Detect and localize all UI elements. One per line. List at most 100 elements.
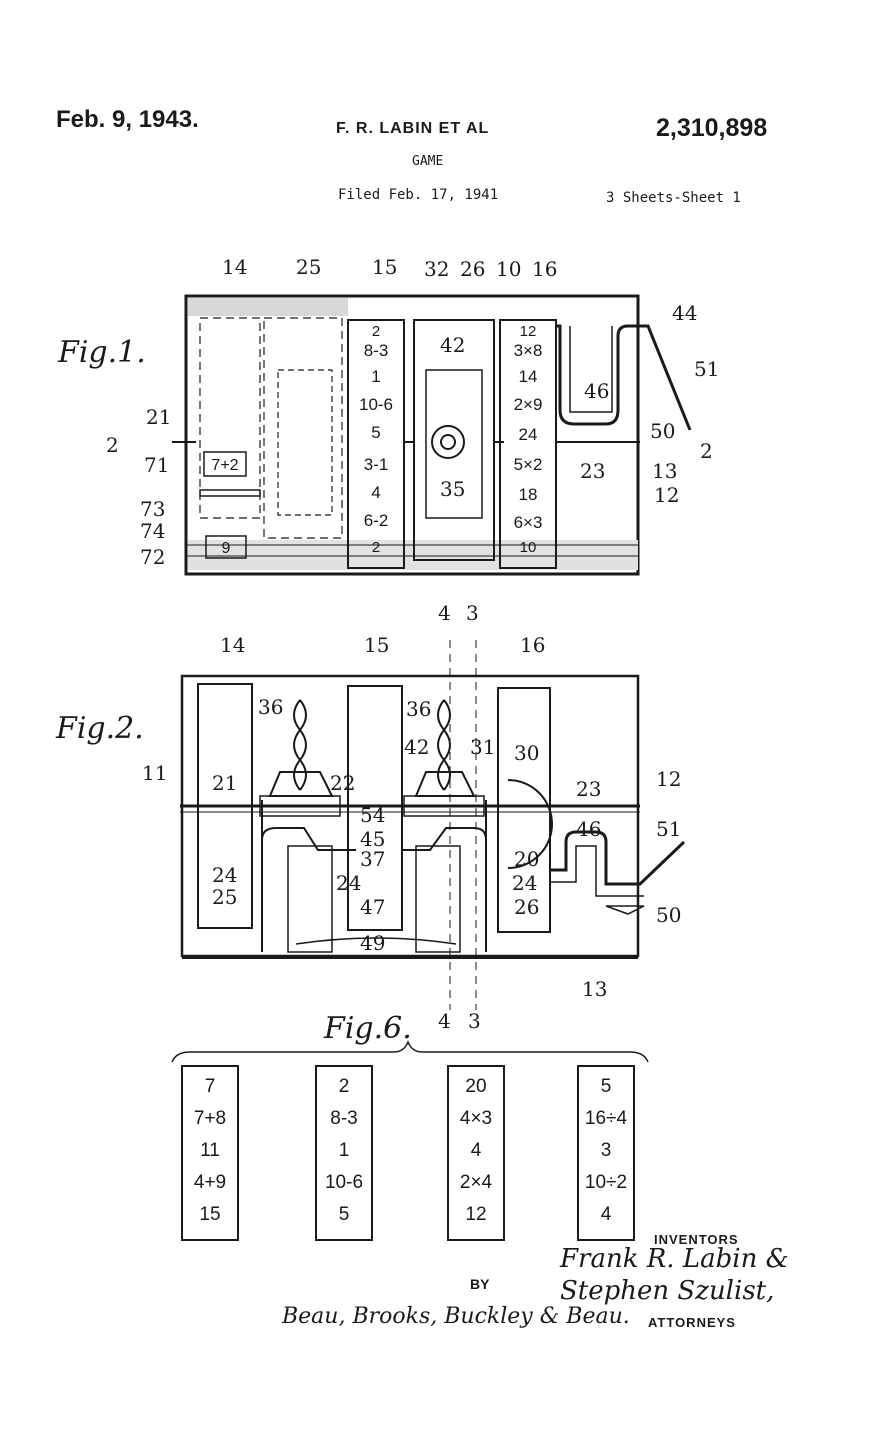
- fig1-ref-2: 2: [700, 439, 713, 463]
- fig2-ref-24: 24: [512, 871, 537, 895]
- fig1-box-72-text: 9: [222, 540, 231, 557]
- fig2-ref-46: 46: [576, 817, 601, 841]
- inventor-short: F. R. LABIN ET AL: [336, 120, 490, 137]
- patent-title: GAME: [412, 154, 444, 169]
- fig2-ref-42: 42: [404, 735, 429, 759]
- inventor-line-1: Frank R. Labin &: [560, 1244, 789, 1274]
- fig1-crank-51: [556, 324, 692, 431]
- fig6-strip-value: 8-3: [330, 1108, 357, 1129]
- fig6-strips: 77+8114+91528-3110-65204×342×412516÷4310…: [181, 1065, 635, 1241]
- fig2-ref-14: 14: [220, 633, 245, 657]
- fig1-box-71: [203, 451, 247, 477]
- fig1-strip-16-value: 14: [519, 367, 538, 386]
- fig1-ref-32: 32: [424, 257, 449, 281]
- fig1-strip-16: [499, 319, 557, 569]
- fig1-window-32: [413, 319, 495, 561]
- fig2-ref-25: 25: [212, 885, 237, 909]
- fig2-column-47a: [287, 845, 333, 953]
- fig2-crank-51: [550, 830, 686, 886]
- by-label: BY: [470, 1276, 490, 1292]
- fig6-strip-value: 4×3: [460, 1108, 492, 1129]
- fig1-ref-44: 44: [672, 301, 697, 325]
- fig1-strip-15: [347, 319, 405, 569]
- fig6-title: Fig.6.: [323, 1011, 412, 1046]
- fig2-column-47b: [415, 845, 461, 953]
- fig1-box-71-text: 7+2: [211, 457, 238, 474]
- fig6-strip-value: 2: [339, 1076, 350, 1097]
- fig6-strip: [315, 1065, 373, 1241]
- figure-2: Fig.2.: [55, 601, 686, 1010]
- fig1-ref-26: 26: [460, 257, 485, 281]
- fig1-ref-21: 21: [146, 405, 171, 429]
- fig1-strip-16-value: 6×3: [514, 513, 543, 532]
- fig2-title: Fig.2.: [55, 711, 144, 746]
- fig1-ref-73: 73: [140, 497, 165, 521]
- fig2-ref-21: 21: [212, 771, 237, 795]
- fig6-strip-value: 2×4: [460, 1172, 493, 1193]
- fig1-strip-16-value: 10: [520, 539, 537, 556]
- fig6-strip: [447, 1065, 505, 1241]
- attorneys-signature: Beau, Brooks, Buckley & Beau.: [282, 1304, 630, 1329]
- fig1-strip-16-value: 12: [520, 323, 537, 340]
- fig1-ref-35: 35: [440, 477, 465, 501]
- fig2-ref-26: 26: [514, 895, 539, 919]
- fig6-strip-value: 7+8: [194, 1108, 226, 1129]
- fig2-ref-15: 15: [364, 633, 389, 657]
- fig1-strip-16-value: 24: [519, 425, 538, 444]
- filed-date: Filed Feb. 17, 1941: [338, 187, 499, 203]
- inventors-label: INVENTORS: [654, 1232, 739, 1247]
- fig1-title: Fig.1.: [57, 335, 146, 370]
- fig1-ref-13: 13: [652, 459, 677, 483]
- fig1-strip-15-value: 3-1: [364, 455, 389, 474]
- fig6-strip-value: 15: [199, 1204, 220, 1225]
- fig6-strip-value: 4: [601, 1204, 612, 1225]
- fig1-strip-16-value: 2×9: [514, 395, 543, 414]
- fig6-ref-4: 4: [438, 1009, 451, 1033]
- fig1-glass-42: [425, 369, 483, 519]
- fig6-strip-value: 1: [339, 1140, 350, 1161]
- fig1-strip-15-value: 1: [371, 367, 380, 386]
- fig1-strip-15-value: 6-2: [364, 511, 389, 530]
- fig1-ref-10: 10: [496, 257, 521, 281]
- fig2-ref-20: 20: [514, 847, 539, 871]
- figure-6: Fig.6. 4 3 77+8114+91528-3110-65204×342×…: [171, 1009, 649, 1241]
- fig1-strip-15-value: 2: [372, 323, 380, 340]
- fig1-ref-16: 16: [532, 257, 557, 281]
- fig1-ref-15: 15: [372, 255, 397, 279]
- fig2-link-49: [295, 937, 457, 945]
- fig6-strip-value: 3: [601, 1140, 612, 1161]
- fig1-ref-71: 71: [144, 453, 169, 477]
- fig1-strip-15-value: 2: [372, 539, 380, 556]
- fig6-strip-value: 12: [465, 1204, 486, 1225]
- fig1-dashed-inner: [277, 369, 333, 516]
- fig6-strip: [577, 1065, 635, 1241]
- fig2-rod-36a: [293, 699, 307, 791]
- fig2-ref-36: 36: [258, 695, 283, 719]
- fig2-ref-24: 24: [336, 871, 361, 895]
- fig6-strip-value: 7: [205, 1076, 216, 1097]
- fig2-ref-49: 49: [360, 931, 385, 955]
- fig2-ref-51: 51: [656, 817, 681, 841]
- fig2-ref-47: 47: [360, 895, 385, 919]
- fig1-ref-50: 50: [650, 419, 675, 443]
- fig6-strip-value: 10÷2: [585, 1172, 627, 1193]
- fig2-ref-31: 31: [470, 735, 495, 759]
- fig1-ref-14: 14: [222, 255, 247, 279]
- patent-number: 2,310,898: [656, 114, 768, 142]
- patent-date: Feb. 9, 1943.: [56, 106, 199, 133]
- fig2-rod-36b: [437, 699, 451, 791]
- fig1-strip-16-value: 3×8: [514, 341, 543, 360]
- fig2-ref-50: 50: [656, 903, 681, 927]
- fig1-strip-15-value: 5: [371, 423, 380, 442]
- fig2-ref-4: 4: [438, 601, 451, 625]
- fig2-ref-24: 24: [212, 863, 237, 887]
- fig1-housing: [184, 294, 640, 576]
- fig2-ref-30: 30: [514, 741, 539, 765]
- fig2-strip-15: [347, 685, 403, 931]
